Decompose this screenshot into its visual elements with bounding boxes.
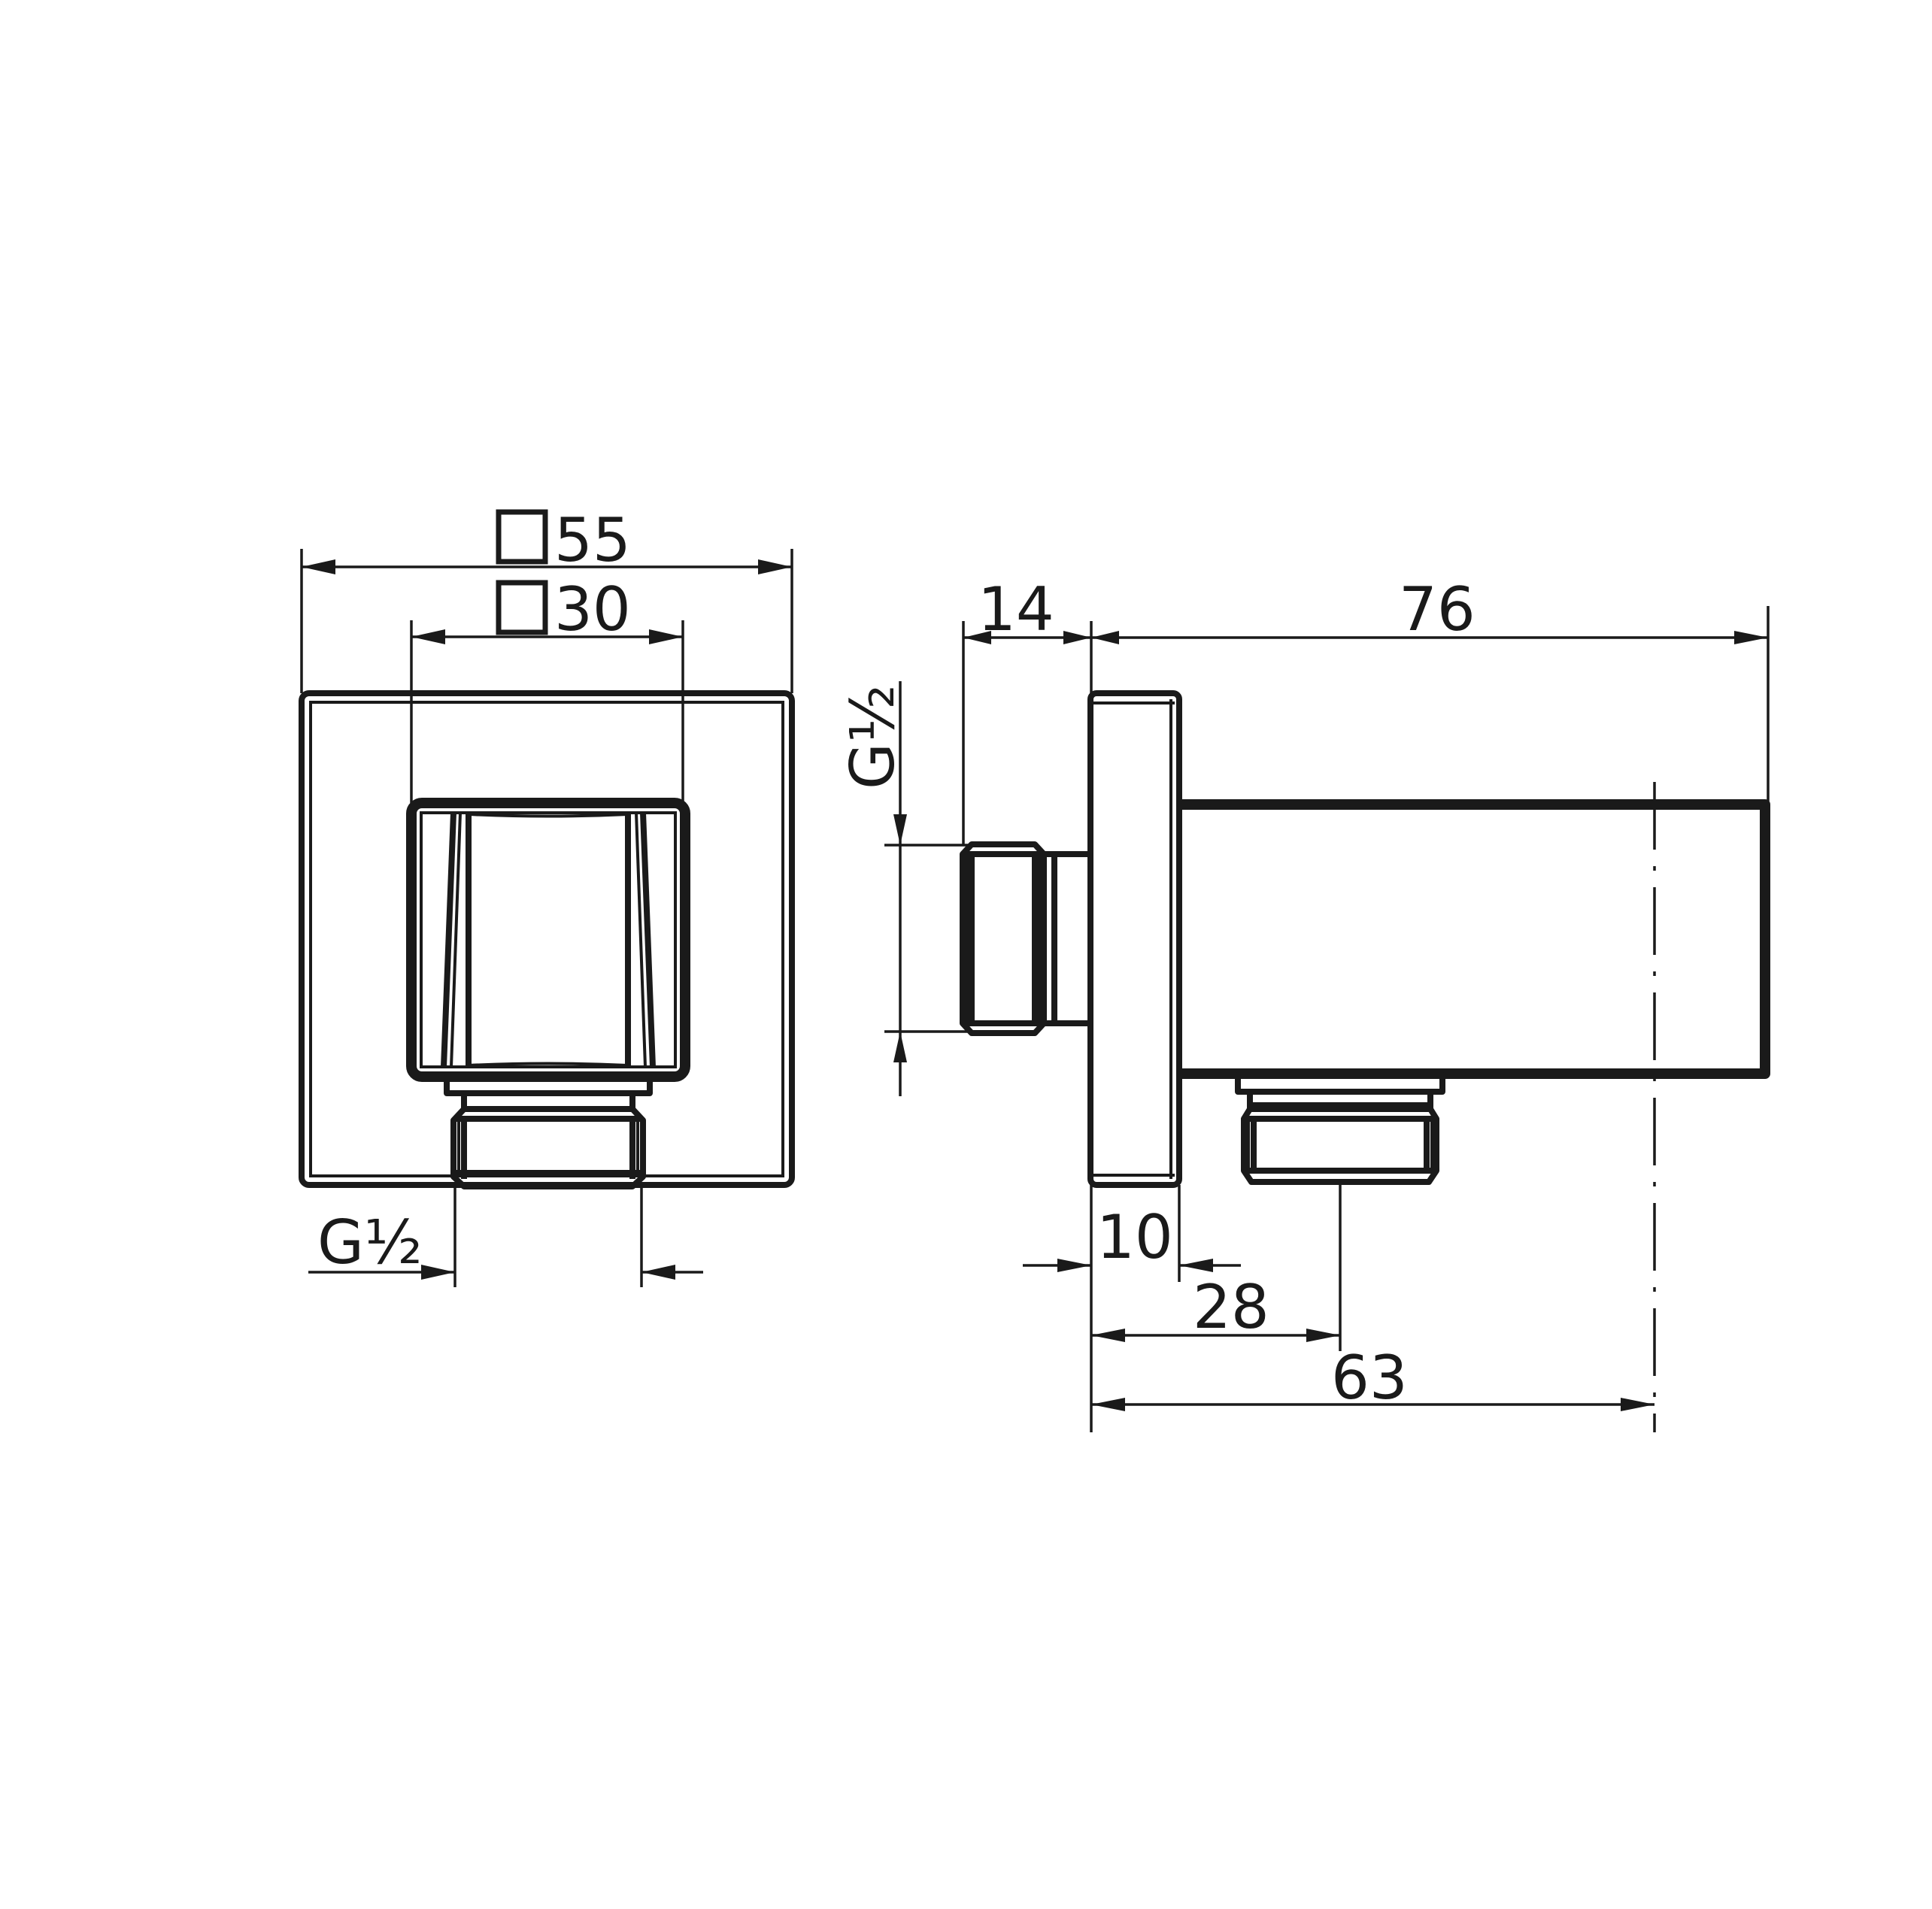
dim-28-label: 28 (1193, 1272, 1269, 1342)
square-symbol-icon (496, 509, 548, 565)
outlet-nipple (1235, 1072, 1445, 1185)
dim-30-label: 30 (554, 574, 631, 644)
thread-label-front: G½ (317, 1208, 423, 1277)
dimension-63: 63 (1091, 1343, 1654, 1413)
inlet-nipple (960, 841, 1090, 1036)
thread-label-side: G½ (838, 684, 908, 789)
wall-plate (1087, 690, 1182, 1188)
dimension-30: 30 (410, 574, 684, 803)
front-view (299, 690, 795, 1189)
dimension-thread-front: G½ (308, 1186, 703, 1287)
dim-14-label: 14 (978, 574, 1054, 644)
dim-63-label: 63 (1331, 1343, 1408, 1413)
square-symbol-icon (496, 580, 548, 635)
dimension-76: 76 (1091, 574, 1770, 805)
dim-10-label: 10 (1096, 1202, 1173, 1272)
dimension-10: 10 (1023, 1185, 1241, 1432)
dim-76-label: 76 (1399, 574, 1476, 644)
dimension-28: 28 (1091, 1182, 1342, 1351)
side-view (960, 690, 1770, 1432)
arm (1181, 799, 1770, 1079)
dim-55-label: 55 (554, 505, 631, 575)
dimension-55: 55 (300, 505, 793, 693)
dimension-14: 14 (962, 574, 1093, 844)
dimension-thread-side: G½ (838, 681, 972, 1096)
